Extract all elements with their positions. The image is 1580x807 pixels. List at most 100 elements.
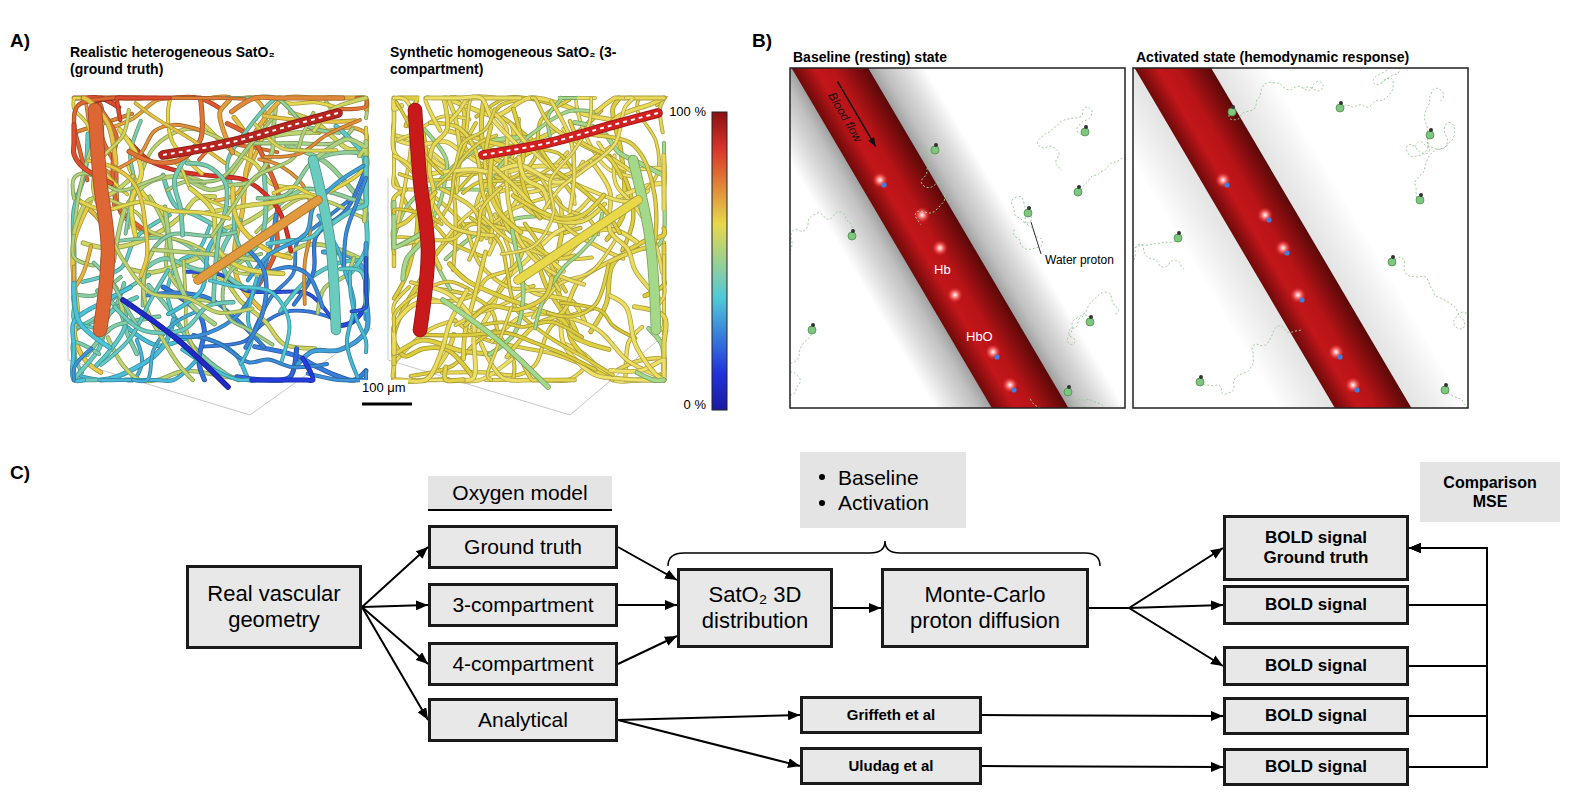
oxygen-molecule [1284,250,1289,255]
water-proton [931,146,939,154]
oxygen-molecule [994,354,999,359]
hemoglobin [1002,377,1018,393]
proton-spin [1077,185,1081,189]
oxygen-molecule [1224,182,1229,187]
blood-vessel [790,68,1121,408]
vessel-outline [187,163,227,301]
vessel [163,113,338,155]
vessel-outline [163,113,338,155]
proton-spin [1067,385,1071,389]
hemoglobin [1215,172,1231,188]
oxygen-molecule [881,182,886,187]
panel-title: Realistic heterogeneous SatO₂ (ground tr… [70,44,300,78]
node-text: Real vascular geometry [199,581,349,634]
vessel-outline [351,258,367,311]
node-text: BOLD signal [1265,595,1367,615]
output-box: BOLD signal [1223,748,1409,786]
node-text: Analytical [478,707,568,732]
vessel [232,97,343,112]
diffusion-path [1067,292,1118,345]
vessel-outline [513,195,604,219]
callout-label: Water proton [1043,253,1116,267]
diffusion-path [1200,326,1301,394]
water-proton [1174,234,1182,242]
hemoglobin [932,240,948,256]
vessel-outline [469,188,501,260]
leader-line [1031,222,1041,254]
water-proton [1081,128,1089,136]
water-proton [808,326,816,334]
connector-arrow [1409,548,1487,716]
vessel [443,300,548,387]
output-box: BOLD signal Ground truth [1223,515,1409,581]
vessel-highlight [483,113,658,155]
water-proton [1024,209,1032,217]
hemoglobin [1275,240,1291,256]
diffusion-path [790,212,852,292]
diffusion-path [1078,149,1125,192]
proton-spin [1429,128,1433,132]
proton-spin [811,323,815,327]
water-proton [1196,378,1204,386]
oxygen-molecule [1299,297,1304,302]
proton-spin [1084,125,1088,129]
node-text: Griffeth et al [847,706,935,724]
proton-spin [1177,231,1181,235]
panel-frame [790,68,1125,408]
water-proton [1074,188,1082,196]
vessel-outline [198,200,318,280]
process-box: 3-compartment [428,583,618,627]
node-text: SatO₂ 3D distribution [693,582,818,635]
process-box: Ground truth [428,525,618,569]
vessel [351,258,367,311]
vessel-outline [74,348,92,380]
node-text: Uludag et al [848,757,933,775]
vessel-outline [519,157,548,206]
vessel-outline [308,371,366,380]
colorbar [712,112,727,410]
connector-arrow [362,547,428,607]
hemoglobin [914,207,930,223]
process-box: Monte-Carlo proton diffusion [881,568,1089,648]
proton-spin [1199,375,1203,379]
vessel-outline [74,246,91,288]
note-box: Comparison MSE [1420,462,1560,522]
model-box: Uludag et al [800,747,982,785]
proton-spin [1089,315,1093,319]
connector-arrow [1089,608,1223,666]
vessel-outline [437,109,495,186]
vessel-outline [73,173,164,198]
scale-bar [362,403,412,406]
vessel [502,98,592,254]
connector-arrow [982,715,1223,716]
panel-letter: A) [10,30,30,53]
vessel-outline [232,97,343,112]
vessel [519,157,548,206]
vessel-outline [518,200,638,280]
vessel [445,367,463,381]
connector-arrow [982,766,1223,767]
node-text: Ground truth [464,534,582,559]
vessel-outline [561,321,664,380]
vessel [662,155,665,210]
vessel [187,163,227,301]
vessel [340,269,366,311]
hemoglobin [1257,207,1273,223]
vessel-outline [246,249,267,347]
vessel [518,200,638,280]
water-proton [1086,318,1094,326]
node-text: BOLD signal [1265,757,1367,777]
oxygen-molecule [1354,387,1359,392]
vessel-outline [344,178,366,269]
node-text: BOLD signal Ground truth [1254,528,1379,569]
diffusion-path [1406,88,1443,156]
oxygen-molecule [1011,387,1016,392]
water-proton [1336,104,1344,112]
vessel [637,373,664,381]
vessel-outline [210,280,290,360]
connector-arrow [618,636,677,664]
vessel [182,350,290,381]
water-proton [1441,386,1449,394]
vessel-outline [161,96,245,101]
diffusion-path [1133,238,1185,270]
